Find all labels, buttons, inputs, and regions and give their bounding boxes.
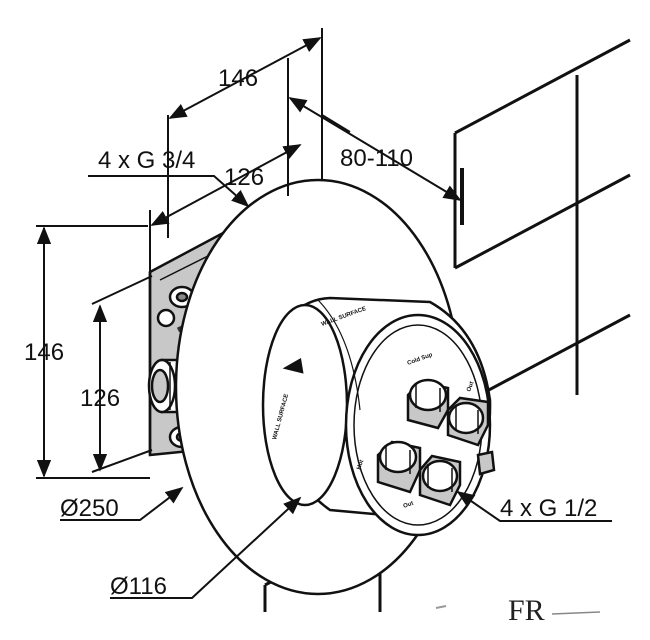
dim-connection-thread: 4 x G 3/4 bbox=[98, 147, 195, 174]
outlet-nuts bbox=[376, 378, 496, 507]
logo-text: FR bbox=[508, 594, 545, 627]
dim-inner-width: 126 bbox=[224, 164, 264, 191]
dim-installation-depth: 80-110 bbox=[340, 145, 413, 172]
dim-left-height: 146 bbox=[24, 339, 64, 366]
dim-body-diameter: Ø116 bbox=[110, 573, 167, 600]
dim-inner-height: 126 bbox=[80, 385, 120, 412]
label-port-top-right: Out bbox=[466, 381, 475, 393]
label-port-bottom-right: Out bbox=[403, 501, 415, 510]
dim-outlet-thread: 4 x G 1/2 bbox=[500, 495, 597, 522]
label-port-bottom-left: Hot bbox=[356, 459, 365, 470]
dim-plate-diameter: Ø250 bbox=[60, 495, 119, 522]
dim-top-width: 146 bbox=[218, 65, 258, 92]
dimension-lines bbox=[36, 28, 612, 599]
watermark-logo: FR bbox=[435, 594, 601, 627]
